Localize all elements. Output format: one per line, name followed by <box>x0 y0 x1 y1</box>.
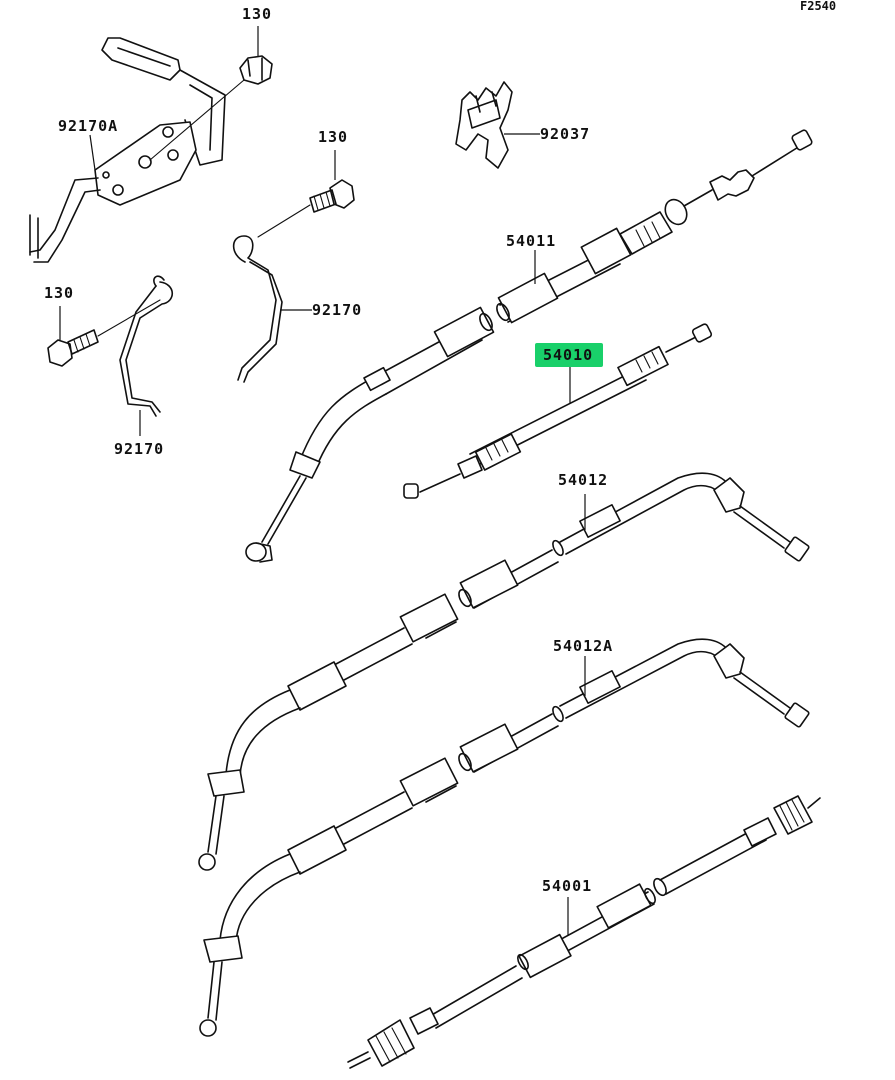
label-54011: 54011 <box>506 232 556 250</box>
bolt-130-top-drawing <box>149 55 273 161</box>
cable-54011-drawing <box>245 129 813 563</box>
figure-code: F2540 <box>800 0 836 13</box>
bracket-92170-mid-drawing <box>232 235 283 383</box>
cable-54012a-drawing <box>199 638 810 1037</box>
label-54012: 54012 <box>558 471 608 489</box>
label-130-top: 130 <box>242 5 272 23</box>
label-92037: 92037 <box>540 125 590 143</box>
label-92170-mid: 92170 <box>312 301 362 319</box>
cable-54010-drawing <box>403 323 713 499</box>
label-130-left: 130 <box>44 284 74 302</box>
highlight-54010 <box>535 343 603 367</box>
label-92170a: 92170A <box>58 117 118 135</box>
label-130-mid: 130 <box>318 128 348 146</box>
label-92170-left: 92170 <box>114 440 164 458</box>
bracket-92170-left-drawing <box>119 275 174 417</box>
bolt-130-mid-drawing <box>257 179 355 238</box>
clamp-92037-drawing <box>455 81 513 169</box>
label-54012a: 54012A <box>553 637 613 655</box>
label-54010: 54010 <box>543 346 593 364</box>
leader-92170a <box>89 134 96 171</box>
bracket-92170a-drawing <box>29 37 226 263</box>
label-54001: 54001 <box>542 877 592 895</box>
bolt-130-left-drawing <box>47 299 161 367</box>
cable-54001-drawing <box>347 795 821 1069</box>
cable-54012-drawing <box>198 472 810 871</box>
